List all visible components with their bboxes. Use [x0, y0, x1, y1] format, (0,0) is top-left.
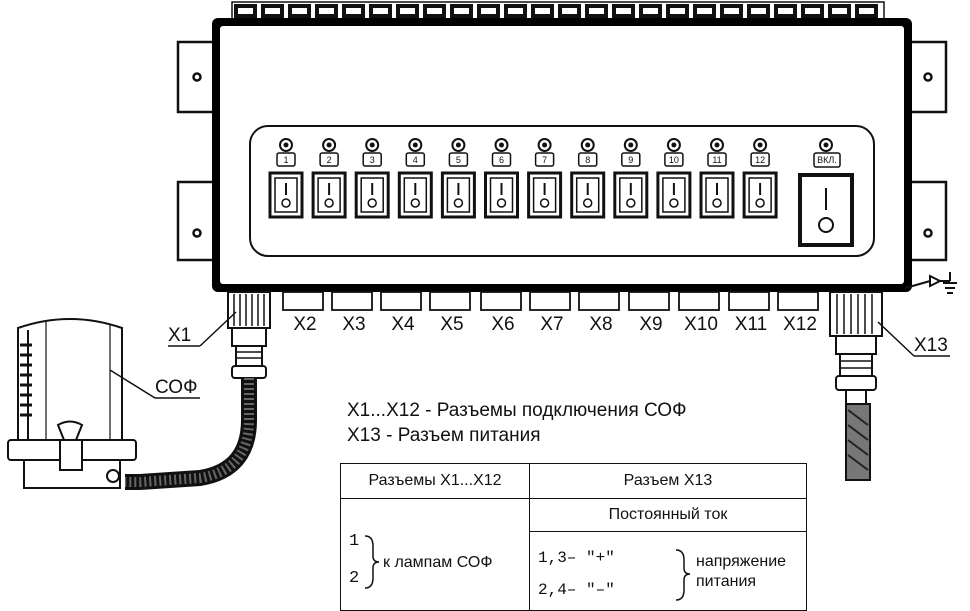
switch-number: 6 [499, 155, 504, 165]
mounting-brackets [176, 40, 948, 262]
x1-connector [227, 291, 271, 379]
label-x9: X9 [639, 314, 662, 335]
connector-socket [628, 291, 670, 311]
label-x7: X7 [540, 314, 563, 335]
label-sof: СОФ [155, 377, 198, 398]
switch-number: 9 [628, 155, 633, 165]
sof-lamp [7, 318, 137, 489]
left-pins: 1 2 к лампам СОФ [349, 532, 493, 589]
power-switch[interactable]: ВКЛ. [798, 138, 854, 247]
label-x3: X3 [342, 314, 365, 335]
label-x5: X5 [440, 314, 463, 335]
label-x12: X12 [783, 314, 817, 335]
switch-number: 1 [283, 155, 288, 165]
connector-socket [282, 291, 324, 311]
connector-socket [728, 291, 770, 311]
channel-switch-10[interactable]: 10 [656, 138, 692, 219]
channel-switch-9[interactable]: 9 [613, 138, 649, 219]
connector-socket [578, 291, 620, 311]
table-subheader: Постоянный ток [529, 498, 807, 532]
channel-switch-4[interactable]: 4 [397, 138, 433, 219]
switch-number: 3 [370, 155, 375, 165]
x13-cable [845, 403, 871, 481]
switch-number: 2 [327, 155, 332, 165]
label-x8: X8 [589, 314, 612, 335]
channel-switch-3[interactable]: 3 [354, 138, 390, 219]
left-description: к лампам СОФ [383, 554, 493, 571]
label-x1: X1 [168, 325, 191, 346]
switch-number: 12 [755, 155, 765, 165]
channel-switch-1[interactable]: 1 [268, 138, 304, 219]
pinout-table: Разъемы X1...X12 Разъем X13 1 2 к лампам… [340, 463, 807, 611]
channel-switch-12[interactable]: 12 [742, 138, 778, 219]
left-pin-cell: 1 2 к лампам СОФ [340, 498, 530, 611]
channel-switch-6[interactable]: 6 [484, 138, 519, 219]
label-x2: X2 [293, 314, 316, 335]
switch-number: 8 [585, 155, 590, 165]
minus-row: 2,4– "–" [538, 581, 615, 599]
brace-icon [364, 534, 380, 589]
pin-2: 2 [349, 569, 359, 588]
channel-switch-11[interactable]: 11 [699, 138, 735, 219]
right-pin-cell: 1,3– "+" 2,4– "–" напряжение питания [529, 531, 807, 611]
ground-icon [904, 272, 957, 294]
label-x10: X10 [684, 314, 718, 335]
label-x11: X11 [735, 314, 767, 335]
legend-line-1: X1...X12 - Разъемы подключения СОФ [347, 400, 687, 421]
label-x4: X4 [391, 314, 415, 335]
label-x13: X13 [914, 335, 948, 356]
plus-row: 1,3– "+" [538, 549, 615, 567]
channel-switch-8[interactable]: 8 [570, 138, 606, 219]
switch-number: 7 [542, 155, 547, 165]
legend-line-2: X13 - Разъем питания [347, 425, 541, 446]
connector-labels: X2 X3 X4 X5 X6 X7 X8 X9 X10 X11 X12 [293, 314, 817, 335]
switch-number: 4 [413, 155, 418, 165]
switch-number: 5 [456, 155, 461, 165]
bottom-connectors [282, 291, 819, 311]
voltage-label-1: напряжение [696, 553, 786, 570]
connector-socket [529, 291, 571, 311]
channel-switch-2[interactable]: 2 [311, 138, 347, 219]
connector-socket [380, 291, 422, 311]
connector-socket [331, 291, 373, 311]
power-label: ВКЛ. [817, 155, 837, 165]
voltage-label-2: питания [696, 573, 756, 590]
label-x6: X6 [491, 314, 514, 335]
enclosure [212, 18, 912, 292]
leader-lines [109, 311, 950, 399]
legend: X1...X12 - Разъемы подключения СОФ X13 -… [347, 398, 687, 448]
channel-switch-7[interactable]: 7 [527, 138, 563, 219]
channel-switch-5[interactable]: 5 [440, 138, 476, 219]
pin-1: 1 [349, 532, 359, 551]
right-pins: 1,3– "+" 2,4– "–" напряжение питания [538, 549, 786, 601]
table-header-left: Разъемы X1...X12 [340, 463, 530, 499]
switch-number: 10 [669, 155, 679, 165]
connector-socket [678, 291, 720, 311]
connector-socket [480, 291, 522, 311]
table-header-right: Разъем X13 [529, 463, 807, 499]
switch-number: 11 [712, 155, 721, 165]
connector-socket [429, 291, 471, 311]
x13-connector [829, 291, 883, 405]
brace-icon [675, 549, 691, 601]
connector-socket [777, 291, 819, 311]
